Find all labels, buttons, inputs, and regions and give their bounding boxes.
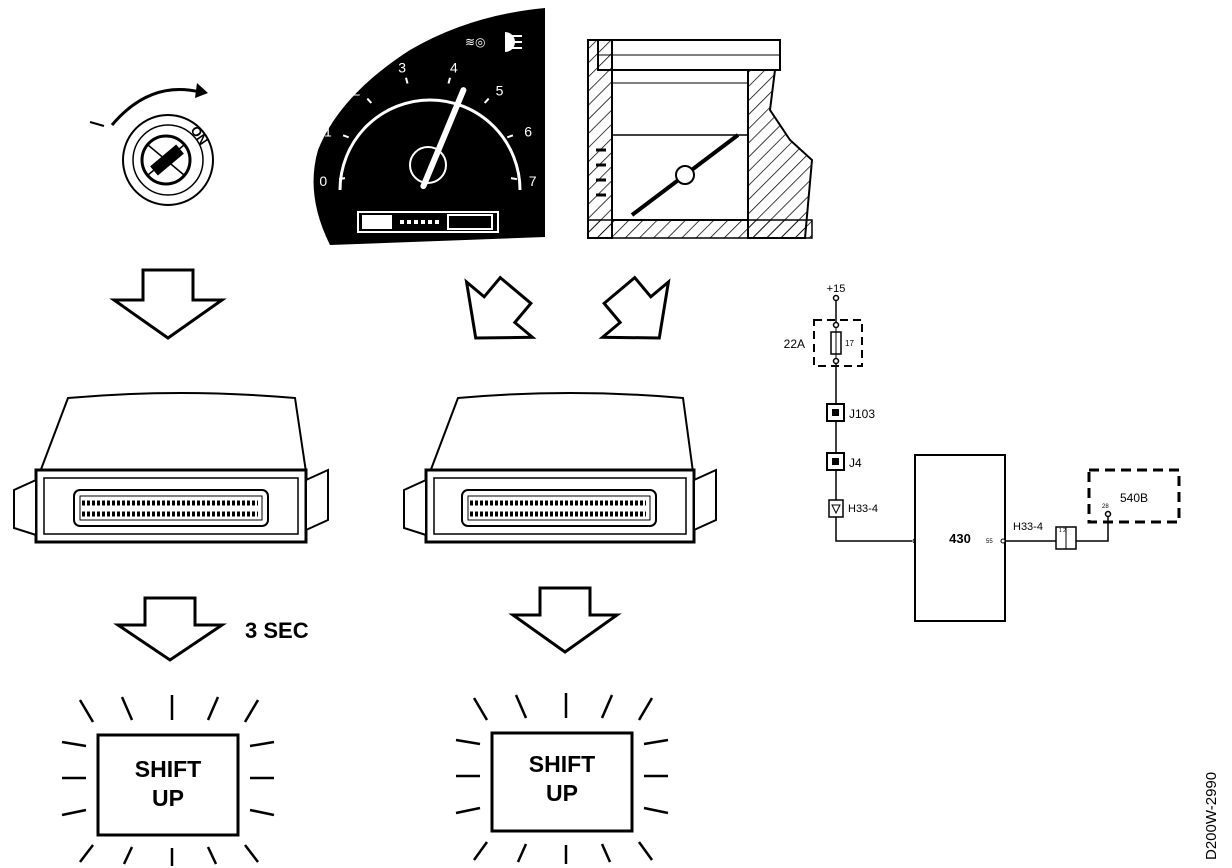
tachometer-scale-label: 3 (398, 59, 406, 75)
plug-h33-out-pins: 1 2 (1059, 528, 1066, 534)
shift-up-lamp-right: SHIFT UP (455, 693, 669, 864)
arrow-ignition-to-ecu (109, 268, 227, 340)
tachometer-tick (447, 77, 451, 84)
ecu-left (13, 392, 329, 544)
lamp-left-line2: UP (152, 785, 184, 811)
control-unit-label: 430 (949, 531, 971, 546)
tachometer-scale-label: 0 (319, 173, 327, 189)
tachometer-tick (405, 77, 409, 84)
control-unit-430 (914, 454, 1006, 622)
arrow-ecu-to-lamp-left (113, 596, 227, 662)
delay-label: 3 SEC (245, 618, 309, 643)
tachometer-scale: 0 1 2 3 4 5 6 7 (319, 59, 536, 188)
tachometer-tick-group (338, 77, 518, 181)
ignition-turn-arrow (110, 88, 201, 126)
arrow-throttle-to-ecu (598, 275, 671, 340)
plug-h33-in (828, 499, 844, 518)
fuse-box-outline (813, 319, 863, 367)
lamp-right-line2: UP (546, 780, 578, 806)
tachometer-tick (510, 177, 518, 181)
ecu-right (403, 392, 717, 544)
connector-j4-label: J4 (849, 456, 862, 470)
tachometer-housing (313, 8, 545, 245)
ignition-turn-arrowhead (195, 83, 208, 98)
tachometer-scale-label: 5 (496, 83, 504, 99)
tachometer-scale-label: 2 (353, 83, 361, 99)
tachometer-scale-label: 4 (450, 59, 458, 75)
pin-out-label: 55 (986, 539, 993, 545)
tachometer-scale-label: 6 (524, 124, 532, 140)
tachometer-tick (506, 134, 514, 139)
lamp-unit-540b (1087, 468, 1181, 524)
lamp-pin-label: 28 (1102, 504, 1109, 510)
throttle-body (587, 39, 814, 239)
tachometer-odometer (357, 211, 499, 233)
tachometer-scale-label: 7 (529, 173, 537, 189)
lamp-unit-label: 540B (1120, 491, 1148, 505)
tachometer-needle (420, 87, 467, 190)
tachometer: 0 1 2 3 4 5 6 7 ≋◎ (313, 8, 545, 245)
plug-h33-in-label: H33-4 (848, 503, 878, 515)
fuse-box-label: 22A (784, 337, 805, 351)
tachometer-scale-label: 1 (324, 124, 332, 140)
tachometer-tick (366, 97, 373, 104)
tachometer-tick (342, 134, 350, 139)
figure-reference-id: D200W-2990 (1203, 771, 1220, 860)
tachometer-tick (483, 97, 490, 104)
arrow-ecu-to-lamp-right (508, 586, 622, 654)
arrow-tach-to-ecu (464, 275, 537, 340)
lamp-left-line1: SHIFT (135, 756, 201, 782)
tachometer-tick (338, 177, 346, 181)
shift-up-lamp-left: SHIFT UP (61, 695, 275, 866)
wiring-schematic: +15 22A 17 J103 J4 H33-4 30 430 55 H33-4 (784, 283, 1181, 622)
warning-icons: ≋◎ (465, 32, 522, 52)
lamp-right-line1: SHIFT (529, 751, 595, 777)
connector-j103-label: J103 (849, 407, 875, 421)
fuse-number: 17 (845, 339, 854, 348)
plug-h33-out-label: H33-4 (1013, 521, 1043, 533)
svg-text:≋◎: ≋◎ (465, 35, 486, 49)
ignition-switch: ON (89, 83, 214, 206)
supply-label: +15 (827, 283, 846, 295)
